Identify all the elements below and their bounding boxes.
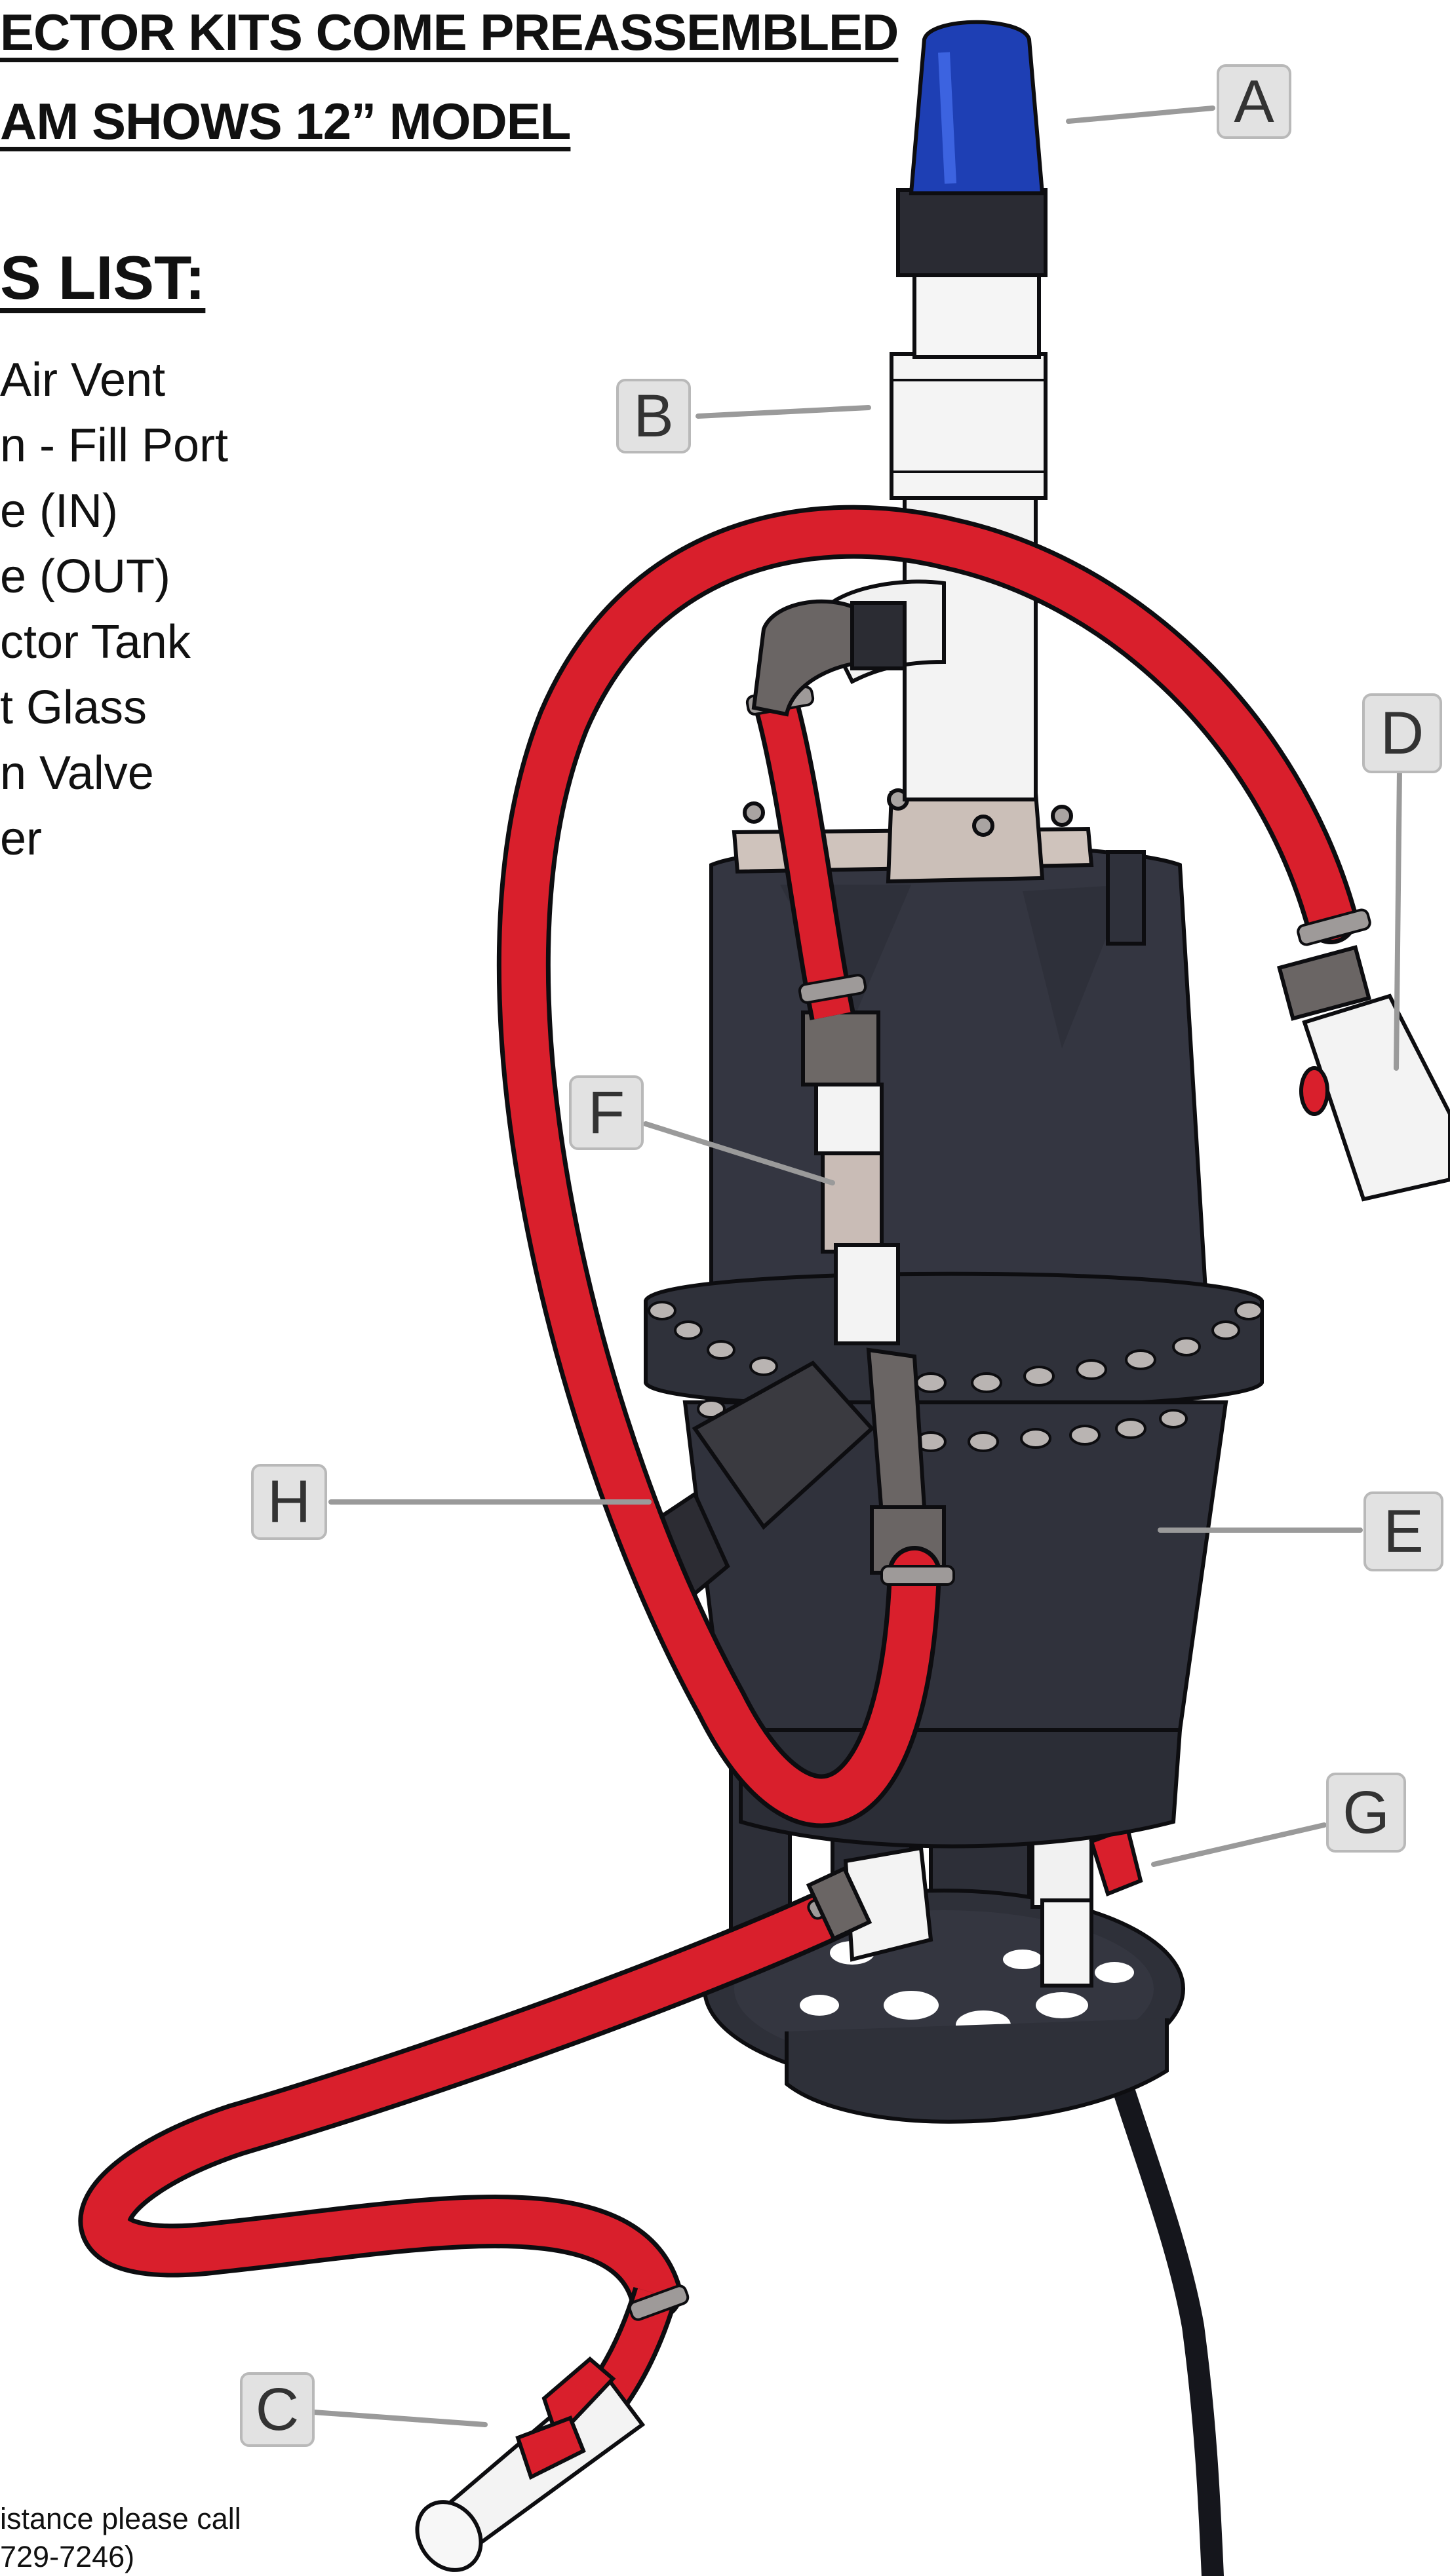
callout-e: E [1365, 1493, 1442, 1570]
parts-list-item: ctor Tank [0, 609, 228, 675]
air-vent-cap [911, 22, 1042, 193]
callout-g-letter: G [1342, 1779, 1390, 1846]
inlet-elbow [754, 602, 905, 714]
callout-h-letter: H [267, 1469, 311, 1535]
callout-f: F [570, 1077, 642, 1149]
footer-line-1: istance please call [0, 2500, 241, 2538]
parts-list-item: Air Vent [0, 347, 228, 413]
parts-list-item: n - Fill Port [0, 413, 228, 478]
leader-c [305, 2412, 485, 2425]
parts-list-item: n Valve [0, 740, 228, 806]
parts-list-item: t Glass [0, 675, 228, 740]
callout-c: C [241, 2374, 313, 2446]
outlet-valve [1280, 948, 1450, 1199]
vertical-pvc-pipe [819, 190, 1046, 799]
callout-a: A [1218, 66, 1290, 138]
callout-b-letter: B [633, 383, 673, 450]
leader-b [698, 408, 869, 416]
parts-list-item: er [0, 806, 228, 872]
footer-line-2: 729-7246) [0, 2538, 241, 2576]
footer-contact: istance please call 729-7246) [0, 2500, 241, 2576]
header-line-1: ECTOR KITS COME PREASSEMBLED [0, 3, 898, 62]
leader-g [1154, 1825, 1324, 1864]
parts-list-title: S LIST: [0, 242, 205, 313]
callout-f-letter: F [588, 1079, 625, 1146]
parts-list-item: e (IN) [0, 478, 228, 544]
callout-h: H [252, 1465, 326, 1539]
callout-d: D [1363, 695, 1441, 772]
callout-d-letter: D [1381, 700, 1424, 767]
callout-g: G [1327, 1774, 1405, 1851]
callout-e-letter: E [1383, 1498, 1423, 1565]
parts-list: Air Vent n - Fill Port e (IN) e (OUT) ct… [0, 347, 228, 872]
parts-list-item: e (OUT) [0, 544, 228, 609]
callout-c-letter: C [256, 2376, 299, 2443]
callout-b: B [617, 380, 690, 452]
leader-d [1396, 770, 1400, 1068]
inlet-valve [404, 2359, 642, 2576]
leader-a [1068, 108, 1213, 121]
callout-a-letter: A [1234, 68, 1274, 135]
header-line-2: AM SHOWS 12” MODEL [0, 92, 570, 151]
